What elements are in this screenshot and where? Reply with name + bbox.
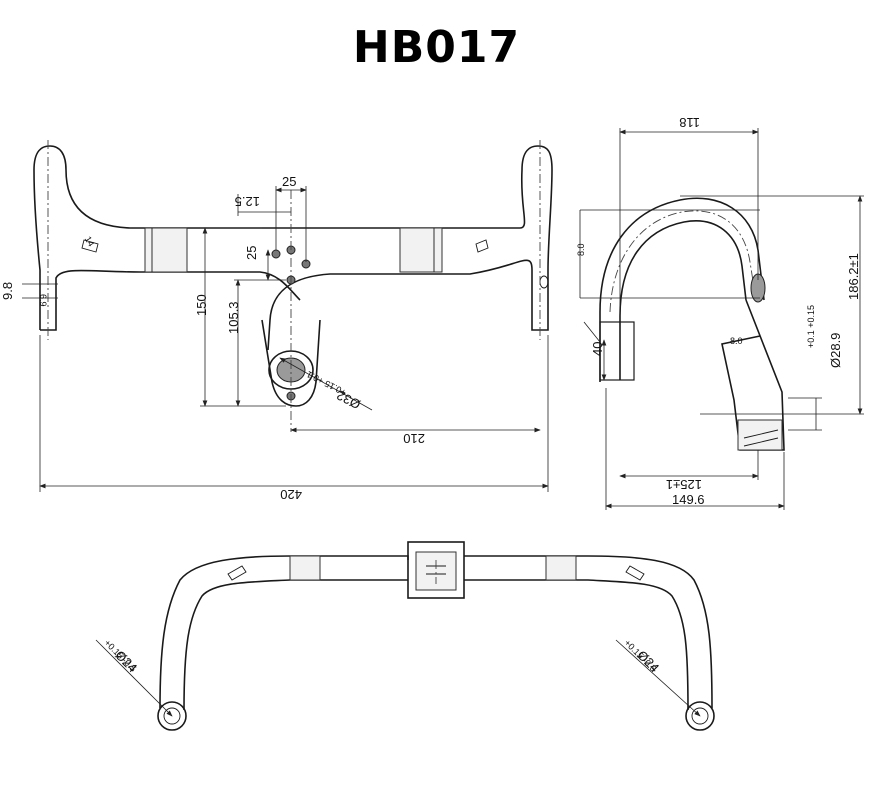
- dim-left-tol: +0.15 -0.5: [102, 638, 138, 674]
- side-cap-hatch-b: [743, 437, 779, 447]
- top-port-left: [227, 565, 247, 581]
- top-band-right: [545, 555, 577, 581]
- dim-steerer-tol: +0.1 +0.15: [806, 305, 816, 348]
- dim-port-14: 14: [83, 235, 97, 249]
- top-stem-cap: [415, 551, 457, 591]
- top-bar-end-left: [157, 701, 187, 731]
- front-end-hole: [539, 275, 549, 289]
- dim-clamp-leader: [279, 357, 373, 411]
- dim-9-8: 9.8: [0, 282, 15, 300]
- dim-8-0-b: 8.0: [730, 336, 743, 346]
- top-bar-end-right-inner: [691, 707, 709, 725]
- dim-40: 40: [590, 342, 605, 356]
- dim-210: 210: [403, 431, 425, 446]
- dim-186-2: 186.2±1: [846, 253, 861, 300]
- side-cap-hatch-a: [743, 429, 779, 439]
- side-stem-cap: [737, 419, 783, 451]
- dim-25-top: 25: [282, 174, 296, 189]
- top-port-right: [625, 565, 645, 581]
- dim-left-end-leader: [95, 639, 173, 717]
- top-band-left: [289, 555, 321, 581]
- dim-420: 420: [280, 487, 302, 502]
- top-bar-outline: [159, 555, 713, 711]
- front-hole-1: [271, 249, 281, 259]
- front-port-left: [81, 239, 99, 253]
- dim-right-end-leader: [615, 639, 701, 717]
- dim-105-3: 105.3: [226, 301, 241, 334]
- dim-8-0-a: 8.0: [576, 243, 586, 256]
- dim-clamp-tol: +0.15 +0.1: [305, 369, 348, 397]
- dim-40-ext: [583, 321, 601, 343]
- side-view: 118 186.2±1 8.0 8.0 40 Ø28.9 +0.1 +0.15 …: [576, 115, 864, 510]
- front-bar-outline: [33, 145, 553, 351]
- top-stem: [407, 541, 465, 599]
- dim-6-9: 6.9: [38, 294, 48, 307]
- front-port-right: [475, 239, 489, 253]
- dim-125: 125±1: [666, 477, 702, 492]
- side-bar-end: [599, 321, 635, 381]
- front-view: 25 12.5 25 150 105.3 Ø32 +0.15 +0.1 210 …: [0, 140, 553, 502]
- top-bar-end-right: [685, 701, 715, 731]
- front-band-right: [399, 227, 443, 273]
- top-view: Ø24 +0.15 -0.5 Ø24 +0.15 -0.5: [95, 541, 715, 731]
- dim-150: 150: [194, 294, 209, 316]
- front-stem-outline: [261, 319, 321, 407]
- dim-118: 118: [679, 115, 700, 130]
- dim-25-vert: 25: [244, 246, 259, 260]
- dim-12-5: 12.5: [235, 194, 260, 209]
- top-bar-end-left-inner: [163, 707, 181, 725]
- front-band-left: [144, 227, 188, 273]
- drawing-title: HB017: [352, 22, 521, 73]
- dim-149-6: 149.6: [672, 492, 705, 507]
- side-bar-outline: [599, 197, 765, 382]
- dim-steerer-diameter: Ø28.9: [828, 333, 843, 368]
